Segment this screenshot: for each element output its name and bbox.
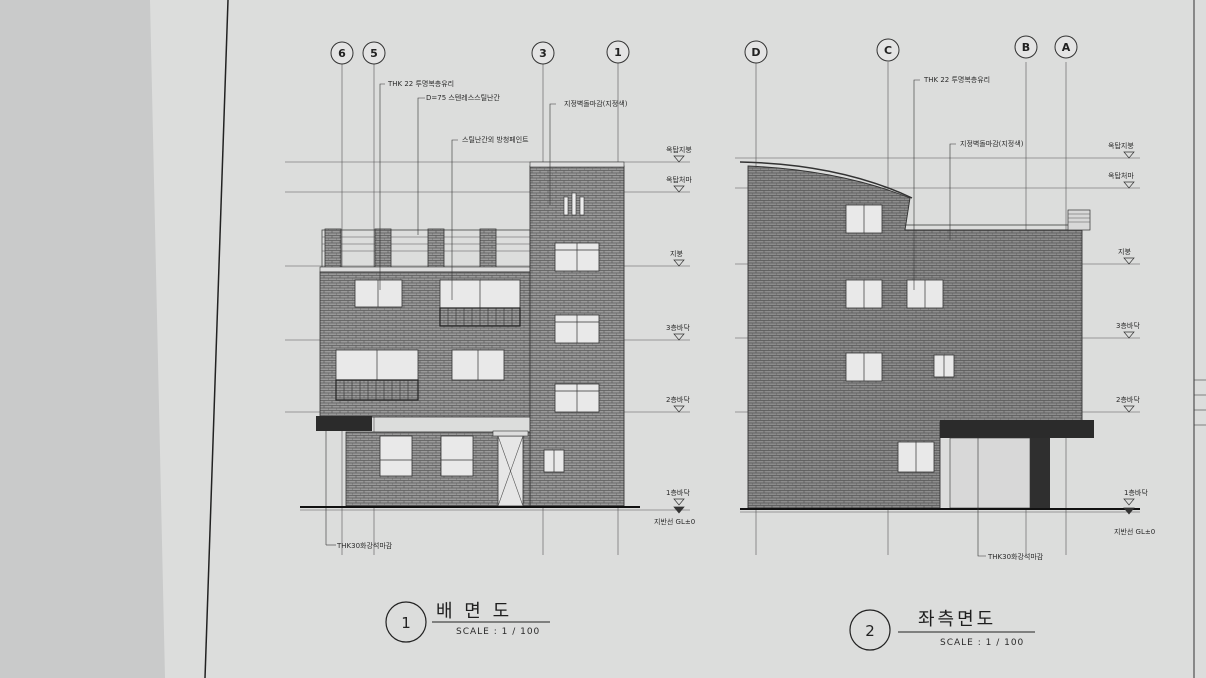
grid-bubble-A: A xyxy=(1054,35,1078,59)
grid-bubble-5: 5 xyxy=(362,41,386,65)
rear-elevation xyxy=(300,161,690,545)
grid-bubble-B: B xyxy=(1014,35,1038,59)
leaders-right xyxy=(913,79,986,557)
level-markers-left xyxy=(673,155,685,514)
grid-label: A xyxy=(1062,41,1071,54)
grid-bubble-6: 6 xyxy=(330,41,354,65)
ground-label: 지반선 GL±0 xyxy=(1114,527,1155,536)
level-label: 1층바닥 xyxy=(1124,488,1148,497)
level-label: 2층바닥 xyxy=(666,395,690,404)
level-label: 옥탑처마 xyxy=(1108,171,1134,180)
leaders-left xyxy=(326,83,556,546)
grid-label: D xyxy=(751,46,760,59)
note-stone: THK30화강석마감 xyxy=(987,552,1044,561)
note-railing: D=75 스텐레스스틸난간 xyxy=(426,93,500,102)
title-name: 좌측면도 xyxy=(918,609,996,630)
title-name: 배 면 도 xyxy=(436,601,512,622)
note-stone: THK30화강석마감 xyxy=(336,541,393,550)
level-label: 지붕 xyxy=(670,249,683,258)
grid-label: C xyxy=(884,44,892,57)
title-block-1: 1 배 면 도 SCALE : 1 / 100 xyxy=(385,601,550,643)
title-number: 2 xyxy=(865,622,875,640)
level-label: 3층바닥 xyxy=(1116,321,1140,330)
left-side-elevation xyxy=(739,161,1140,513)
note-glass: THK 22 투명복층유리 xyxy=(923,75,990,84)
border-line-left xyxy=(204,0,229,678)
grid-bubble-1: 1 xyxy=(606,40,630,64)
level-label: 1층바닥 xyxy=(666,488,690,497)
level-label: 3층바닥 xyxy=(666,323,690,332)
title-scale: SCALE : 1 / 100 xyxy=(456,627,540,637)
note-brick: 지정벽돌마감(지정색) xyxy=(564,99,628,108)
level-markers-right xyxy=(1123,151,1135,515)
level-label: 옥탑지붕 xyxy=(666,145,692,154)
note-glass: THK 22 투명복층유리 xyxy=(387,79,454,88)
level-label: 2층바닥 xyxy=(1116,395,1140,404)
note-paint: 스틸난간외 방청페인트 xyxy=(462,135,529,144)
grid-bubble-C: C xyxy=(876,38,900,62)
grid-label: B xyxy=(1022,41,1030,54)
level-label: 지붕 xyxy=(1118,247,1131,256)
grid-label: 6 xyxy=(338,47,346,60)
grid-label: 3 xyxy=(539,47,547,60)
sheet-edge-ticks xyxy=(1194,379,1206,426)
title-scale: SCALE : 1 / 100 xyxy=(940,638,1024,648)
grid-label: 1 xyxy=(614,46,622,59)
grid-label: 5 xyxy=(370,47,378,60)
ground-label: 지반선 GL±0 xyxy=(654,517,695,526)
note-brick: 지정벽돌마감(지정색) xyxy=(960,139,1024,148)
title-block-2: 2 좌측면도 SCALE : 1 / 100 xyxy=(849,609,1035,651)
title-number: 1 xyxy=(401,614,411,632)
grid-bubble-3: 3 xyxy=(531,41,555,65)
level-label: 옥탑처마 xyxy=(666,175,692,184)
grid-bubble-D: D xyxy=(744,40,768,64)
level-label: 옥탑지붕 xyxy=(1108,141,1134,150)
